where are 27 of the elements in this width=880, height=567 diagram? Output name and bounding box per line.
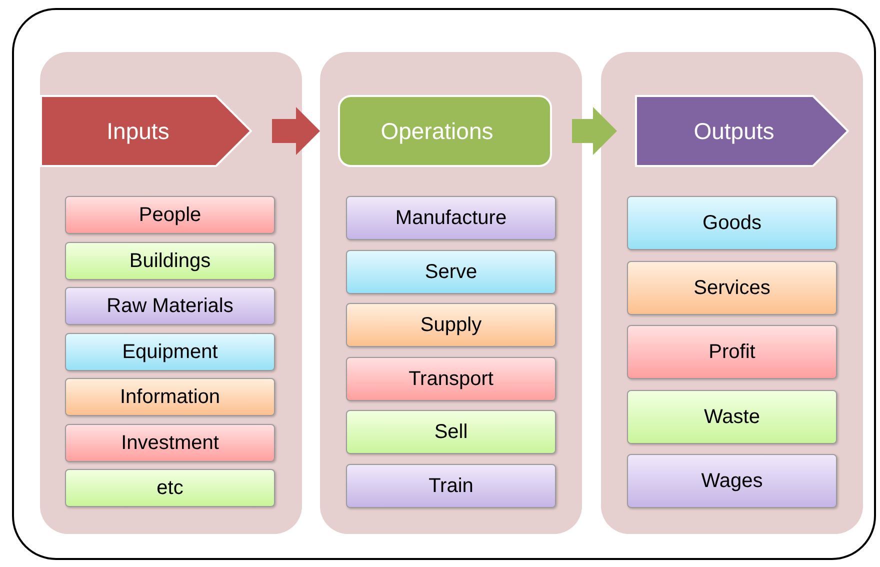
block-arrow [272, 107, 320, 155]
column-panel [40, 52, 302, 534]
pentagon-header: Inputs [40, 95, 252, 167]
item-box: Investment [65, 424, 275, 462]
item-box: etc [65, 469, 275, 507]
block-arrow [572, 107, 617, 155]
item-box: Equipment [65, 332, 275, 370]
item-box: People [65, 196, 275, 234]
item-box: Serve [346, 250, 556, 294]
item-box: Services [627, 260, 837, 314]
item-box: Manufacture [346, 196, 556, 240]
pentagon-header: Outputs [635, 95, 849, 167]
column-panel [601, 52, 863, 534]
item-box: Transport [346, 356, 556, 400]
item-box: Goods [627, 196, 837, 250]
item-box: Raw Materials [65, 287, 275, 325]
item-box: Sell [346, 410, 556, 454]
item-box: Information [65, 378, 275, 416]
item-box: Train [346, 464, 556, 508]
item-box: Wages [627, 454, 837, 508]
outer-frame [12, 8, 876, 560]
rounded-header: Operations [338, 95, 552, 167]
item-box: Waste [627, 390, 837, 444]
column-panel [320, 52, 582, 534]
item-box: Buildings [65, 242, 275, 280]
item-box: Supply [346, 303, 556, 347]
item-box: Profit [627, 325, 837, 379]
